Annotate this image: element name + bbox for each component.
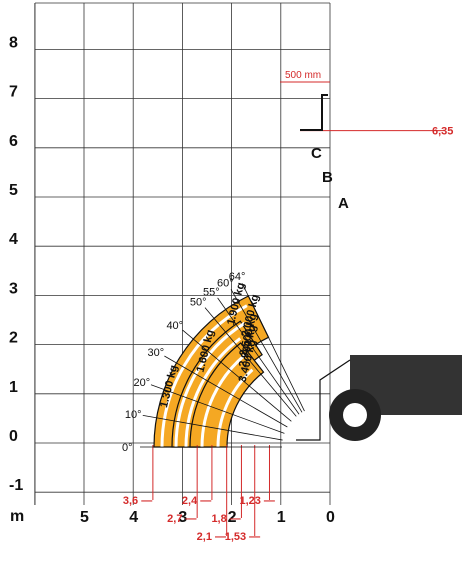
zone-separator	[174, 321, 246, 448]
angle-lines	[140, 283, 305, 448]
zone-a	[189, 342, 265, 448]
y-tick-label: 0	[9, 428, 18, 445]
reach-label: 3,6 —	[123, 495, 152, 507]
y-tick-label: 5	[9, 182, 18, 199]
x-tick-label: 1	[277, 509, 286, 526]
reach-label: 2,4 —	[182, 495, 211, 507]
max-height-label: 6,35	[432, 126, 453, 138]
angle-line	[241, 283, 305, 412]
reach-lines	[152, 81, 445, 536]
y-tick-label: 3	[9, 280, 18, 297]
angle-label: 60°	[217, 277, 234, 289]
angle-label: 0°	[122, 442, 133, 454]
angle-line	[217, 297, 300, 415]
reach-label: 2,1 —	[197, 531, 226, 543]
y-tick-label: 6	[9, 133, 18, 150]
angle-line	[150, 384, 285, 434]
angle-label: 64°	[229, 271, 246, 283]
x-tick-label: 5	[80, 509, 89, 526]
y-tick-label: 4	[9, 231, 18, 248]
y-tick-label: 2	[9, 330, 18, 347]
y-tick-label: 1	[9, 379, 18, 396]
fork-width-label: 500 mm	[285, 70, 321, 81]
angle-line	[164, 355, 288, 428]
reach-label: 2,7 —	[167, 513, 196, 525]
angle-line	[182, 329, 292, 422]
fork-outline	[300, 94, 328, 131]
telehandler-icon	[296, 94, 462, 441]
angle-line	[204, 307, 297, 417]
angle-line	[230, 289, 303, 413]
angle-label: 40°	[166, 320, 183, 332]
curve-label: B	[322, 169, 333, 186]
x-tick-label: 0	[326, 509, 335, 526]
x-tick-label: 2	[228, 509, 237, 526]
curve-label: A	[338, 195, 349, 212]
reach-label: 1,53 —	[225, 531, 260, 543]
zone-separator	[216, 368, 254, 448]
angle-label: 55°	[203, 286, 220, 298]
grid	[34, 2, 331, 505]
angle-label: 30°	[147, 347, 164, 359]
zone-separator	[184, 337, 242, 448]
x-tick-label: 3	[178, 509, 187, 526]
angle-label: 10°	[125, 409, 142, 421]
zone-separator	[200, 353, 246, 448]
angle-label: 50°	[190, 296, 207, 308]
reach-label: 1,8 —	[211, 513, 240, 525]
x-tick-label: 4	[129, 509, 138, 526]
boom-outline	[296, 359, 351, 441]
machine-hub	[343, 403, 367, 427]
reach-label: 1,23 —	[239, 495, 274, 507]
y-tick-label: 8	[9, 34, 18, 51]
y-tick-label: 7	[9, 84, 18, 101]
load-zones	[153, 295, 270, 448]
y-tick-label: -1	[9, 477, 23, 494]
curve-label: C	[311, 145, 322, 162]
angle-line	[142, 415, 283, 441]
x-unit-label: m	[10, 508, 24, 525]
zone-separator	[160, 304, 248, 448]
angle-label: 20°	[133, 377, 150, 389]
